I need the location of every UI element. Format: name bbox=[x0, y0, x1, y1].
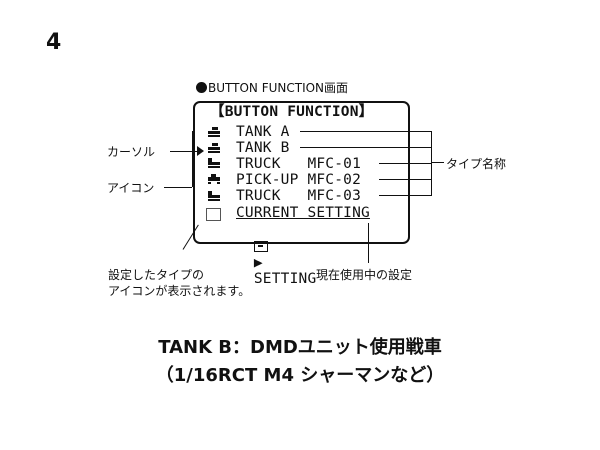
icon-bracket-line bbox=[192, 131, 193, 187]
type-line-4 bbox=[379, 179, 432, 180]
type-bracket-line bbox=[431, 131, 432, 196]
icon-leader-line bbox=[164, 187, 192, 188]
truck-icon bbox=[208, 158, 220, 168]
type-name-callout: タイプ名称 bbox=[446, 157, 507, 171]
current-setting-callout: 現在使用中の設定 bbox=[316, 268, 413, 282]
settings-label: SETTING bbox=[253, 271, 317, 287]
lcd-row-pickup-mfc02[interactable]: PICK-UP MFC-02 bbox=[236, 172, 362, 188]
page-number: 4 bbox=[46, 30, 62, 55]
icon-callout: アイコン bbox=[107, 181, 155, 195]
lcd-row-truck-mfc01[interactable]: TRUCK MFC-01 bbox=[236, 156, 362, 172]
pickup-icon bbox=[208, 174, 220, 184]
lcd-header: 【BUTTON FUNCTION】 bbox=[210, 104, 374, 120]
lcd-row-tank-b[interactable]: TANK B bbox=[236, 140, 290, 156]
screen-title: BUTTON FUNCTION画面 bbox=[196, 79, 348, 96]
current-setting-leader-line bbox=[368, 223, 369, 263]
cursor-arrow-icon bbox=[197, 146, 204, 156]
lcd-screen bbox=[193, 101, 410, 244]
lcd-row-truck-mfc03[interactable]: TRUCK MFC-03 bbox=[236, 188, 362, 204]
lcd-settings-row[interactable]: ▶ SETTING bbox=[236, 223, 316, 287]
type-line-2 bbox=[300, 147, 432, 148]
cursor-leader-line bbox=[170, 151, 198, 152]
truck-icon bbox=[208, 191, 220, 201]
screen-title-text: BUTTON FUNCTION画面 bbox=[208, 81, 349, 95]
lcd-row-tank-a[interactable]: TANK A bbox=[236, 124, 290, 140]
type-line-5 bbox=[379, 195, 432, 196]
cursor-callout: カーソル bbox=[107, 145, 156, 159]
icon-note-callout-line2: アイコンが表示されます。 bbox=[108, 284, 251, 298]
caption-line2: （1/16RCT M4 シャーマンなど） bbox=[155, 365, 445, 386]
tank-icon bbox=[208, 127, 220, 137]
type-line-3 bbox=[379, 163, 432, 164]
enter-icon bbox=[253, 241, 268, 252]
bullet-dot-icon bbox=[196, 82, 207, 93]
icon-note-callout-line1: 設定したタイプの bbox=[108, 268, 205, 282]
settings-arrow-icon: ▶ bbox=[253, 255, 263, 271]
type-leader-line bbox=[431, 162, 444, 163]
tank-icon bbox=[208, 143, 220, 153]
caption-line1: TANK B：DMDユニット使用戦車 bbox=[158, 337, 442, 358]
type-line-1 bbox=[300, 131, 432, 132]
current-setting-icon-box bbox=[206, 208, 221, 221]
lcd-row-current-setting[interactable]: CURRENT SETTING bbox=[236, 205, 370, 221]
